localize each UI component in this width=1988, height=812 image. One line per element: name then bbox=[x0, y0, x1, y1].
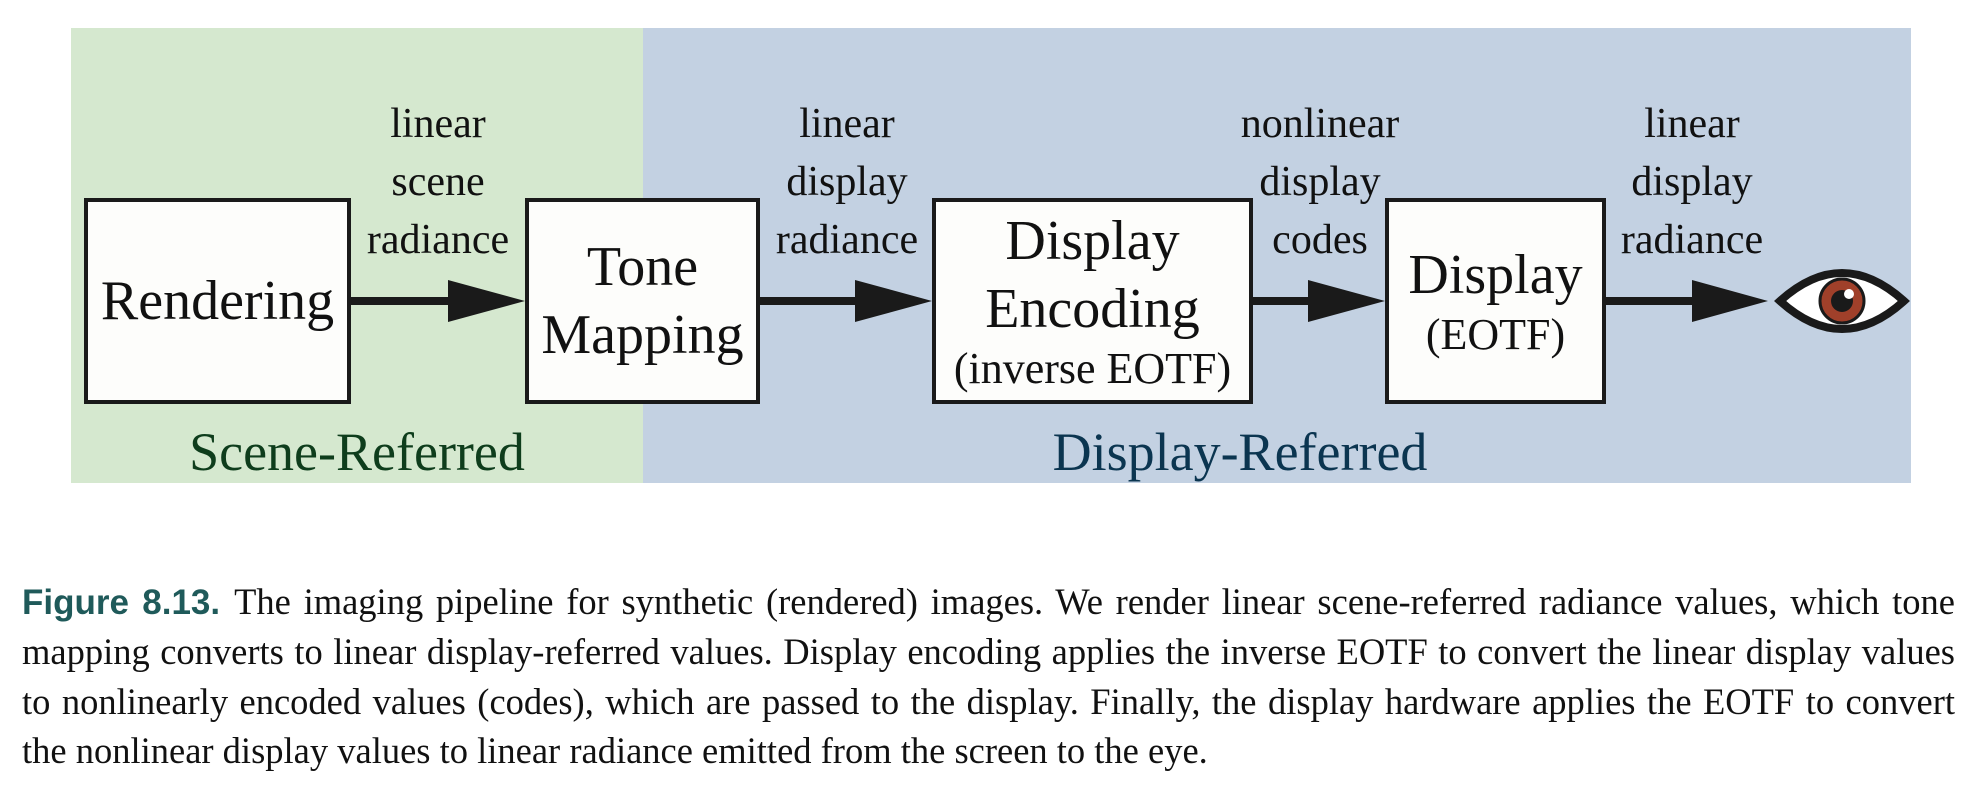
display-referred-label: Display-Referred bbox=[1052, 422, 1428, 482]
figure-caption-text: The imaging pipeline for synthetic (rend… bbox=[22, 580, 1955, 772]
display-encoding-title-line1: Display bbox=[1005, 210, 1180, 272]
edge-label-line: radiance bbox=[1620, 217, 1764, 263]
edge-label-line: display bbox=[1631, 159, 1753, 205]
edge-label-linear-display-radiance: linear display radiance bbox=[757, 95, 937, 269]
tone-mapping-title-line2: Mapping bbox=[541, 304, 744, 366]
display-encoding-subtitle: (inverse EOTF) bbox=[953, 344, 1232, 393]
tone-mapping-box: Tone Mapping bbox=[525, 198, 760, 404]
edge-label-line: codes bbox=[1272, 217, 1368, 263]
rendering-box: Rendering bbox=[84, 198, 351, 404]
edge-label-nonlinear-display-codes: nonlinear display codes bbox=[1210, 95, 1430, 269]
edge-label-linear-scene-radiance: linear scene radiance bbox=[348, 95, 528, 269]
edge-label-line: display bbox=[1259, 159, 1381, 205]
edge-label-line: radiance bbox=[366, 217, 510, 263]
edge-label-line: display bbox=[786, 159, 908, 205]
edge-label-line: linear bbox=[799, 101, 895, 147]
edge-label-line: radiance bbox=[775, 217, 919, 263]
arrow-encoding-to-display bbox=[1253, 280, 1385, 322]
edge-label-line: scene bbox=[391, 159, 485, 205]
edge-label-line: nonlinear bbox=[1240, 101, 1400, 147]
pipeline-diagram: Rendering Tone Mapping Display Encoding … bbox=[71, 28, 1911, 483]
display-box-subtitle: (EOTF) bbox=[1425, 310, 1566, 359]
tone-mapping-title-line1: Tone bbox=[586, 236, 699, 298]
rendering-box-title: Rendering bbox=[100, 270, 335, 332]
figure-caption-label: Figure 8.13. bbox=[22, 582, 221, 622]
arrow-tone-to-encoding bbox=[760, 280, 932, 322]
figure-caption: Figure 8.13.The imaging pipeline for syn… bbox=[22, 577, 1955, 776]
display-encoding-title-line2: Encoding bbox=[985, 278, 1200, 340]
display-box: Display (EOTF) bbox=[1385, 198, 1606, 404]
edge-label-line: linear bbox=[1644, 101, 1740, 147]
eye-icon bbox=[1774, 269, 1910, 333]
edge-label-line: linear bbox=[390, 101, 486, 147]
display-encoding-box: Display Encoding (inverse EOTF) bbox=[932, 198, 1253, 404]
scene-referred-label: Scene-Referred bbox=[189, 422, 525, 482]
display-box-title: Display bbox=[1408, 244, 1583, 306]
arrow-display-to-eye bbox=[1606, 280, 1768, 322]
arrows-layer bbox=[351, 269, 1910, 333]
display-referred-region bbox=[643, 28, 1911, 483]
edge-label-linear-display-radiance-out: linear display radiance bbox=[1602, 95, 1782, 269]
arrow-rendering-to-tone bbox=[351, 280, 525, 322]
